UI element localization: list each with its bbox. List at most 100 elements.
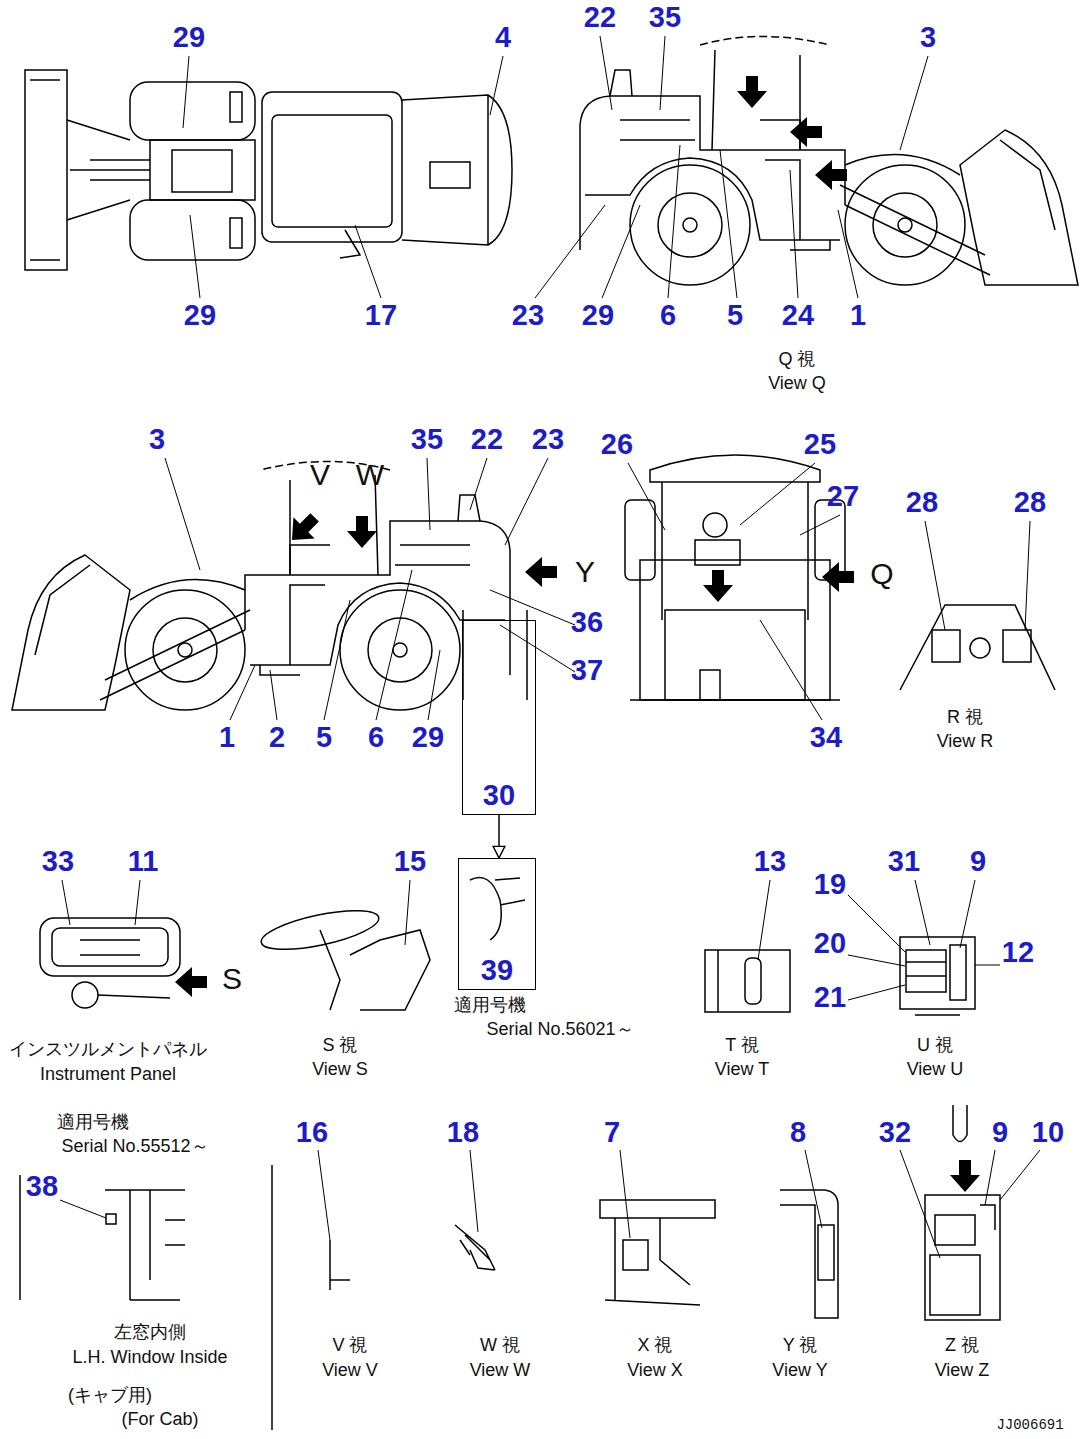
callout-number: 17 — [365, 300, 397, 332]
plan-view — [402, 95, 512, 245]
leader-line — [660, 36, 665, 110]
leader-line — [427, 458, 430, 530]
callout-number: 23 — [532, 424, 564, 456]
callout-number: 11 — [128, 846, 159, 878]
leader-line — [900, 56, 928, 150]
plate-view — [950, 945, 966, 1000]
callout-number: 6 — [660, 300, 676, 332]
plate-view — [935, 1215, 975, 1245]
plate-view — [623, 1240, 648, 1270]
plate-view — [925, 1195, 1000, 1320]
callout-number: 7 — [604, 1117, 620, 1149]
plate-view — [705, 950, 790, 1012]
steering-view — [258, 903, 430, 1010]
callout-number: 18 — [447, 1117, 479, 1149]
rear-view — [662, 482, 808, 620]
view-caption: R 視 — [947, 708, 983, 728]
view-caption: Q 視 — [778, 350, 815, 370]
leader-line — [960, 880, 975, 948]
callout-number: 4 — [495, 22, 511, 54]
leader-line — [805, 1150, 822, 1228]
callout-number: 29 — [582, 300, 614, 332]
leader-line — [183, 56, 189, 128]
view-caption: 適用号機 — [57, 1113, 129, 1133]
view-caption: View X — [627, 1361, 683, 1381]
callout-number: 30 — [463, 779, 535, 812]
view-caption: View U — [907, 1060, 964, 1080]
view-letter: S — [222, 962, 242, 995]
callout-number: 36 — [571, 607, 603, 639]
view-caption: Serial No.56021～ — [486, 1020, 633, 1040]
leader-line — [324, 600, 350, 720]
view-caption: V 視 — [332, 1336, 367, 1356]
window-view — [105, 1190, 185, 1300]
callout-number: 9 — [992, 1117, 1008, 1149]
callout-number: 2 — [269, 722, 285, 754]
view-caption: View Q — [768, 374, 826, 394]
leader-line — [505, 458, 548, 545]
leader-line — [270, 670, 277, 720]
callout-number: 13 — [754, 846, 786, 878]
rear-view — [630, 699, 840, 701]
leader-line — [915, 880, 930, 945]
view-arrow — [815, 160, 847, 190]
callout-number: 26 — [601, 429, 633, 461]
leader-line — [600, 36, 612, 110]
callout-number: 33 — [42, 846, 74, 878]
callout-number: 1 — [850, 300, 866, 332]
view-caption: View R — [937, 732, 994, 752]
instrument-panel — [98, 995, 170, 998]
callout-number: 3 — [920, 22, 936, 54]
callout-number: 15 — [394, 846, 426, 878]
steering-view — [320, 930, 430, 1010]
leader-line — [318, 1150, 330, 1240]
instrument-panel — [40, 918, 180, 1008]
plan-view — [130, 200, 255, 260]
leader-line — [620, 1150, 630, 1238]
plate-view — [906, 962, 960, 1015]
view-box: 39 — [458, 858, 536, 990]
leader-line — [668, 145, 680, 298]
rear-view — [650, 455, 820, 482]
plan-view — [262, 92, 402, 242]
callout-number: 16 — [296, 1117, 328, 1149]
view-caption: L.H. Window Inside — [72, 1348, 227, 1368]
view-caption: Serial No.55512～ — [61, 1137, 208, 1157]
plate-view — [330, 1240, 350, 1290]
view-caption: インスツルメントパネル — [9, 1040, 207, 1060]
callout-number: 28 — [1014, 487, 1046, 519]
leader-line — [470, 1150, 478, 1232]
leader-line — [190, 215, 200, 298]
view-caption: (For Cab) — [121, 1410, 198, 1430]
plate-view — [970, 638, 990, 658]
instrument-panel — [80, 940, 140, 955]
detail-sketch — [470, 878, 525, 941]
callout-number: 9 — [970, 846, 986, 878]
plan-view — [340, 95, 488, 258]
plan-view — [272, 115, 392, 227]
leader-line — [740, 463, 815, 525]
callout-number: 20 — [814, 928, 846, 960]
callout-number: 28 — [906, 487, 938, 519]
leader-line — [165, 458, 200, 570]
leader-line — [628, 463, 665, 530]
leader-line — [1000, 1150, 1040, 1200]
leader-line — [1025, 521, 1030, 630]
view-caption: W 視 — [480, 1336, 520, 1356]
callout-number: 3 — [149, 424, 165, 456]
plate-view — [980, 1205, 995, 1230]
leader-line — [602, 205, 640, 298]
callout-number: 34 — [810, 722, 842, 754]
leader-line — [355, 225, 381, 298]
callout-number: 29 — [412, 722, 444, 754]
leader-lines — [60, 36, 1040, 1258]
plan-view — [150, 140, 255, 200]
plate-view — [717, 950, 719, 1012]
callout-number: 32 — [879, 1117, 911, 1149]
view-caption: View Z — [935, 1361, 990, 1381]
callout-number: 21 — [814, 982, 846, 1014]
instrument-panel — [52, 928, 168, 966]
box-guide — [463, 610, 527, 700]
